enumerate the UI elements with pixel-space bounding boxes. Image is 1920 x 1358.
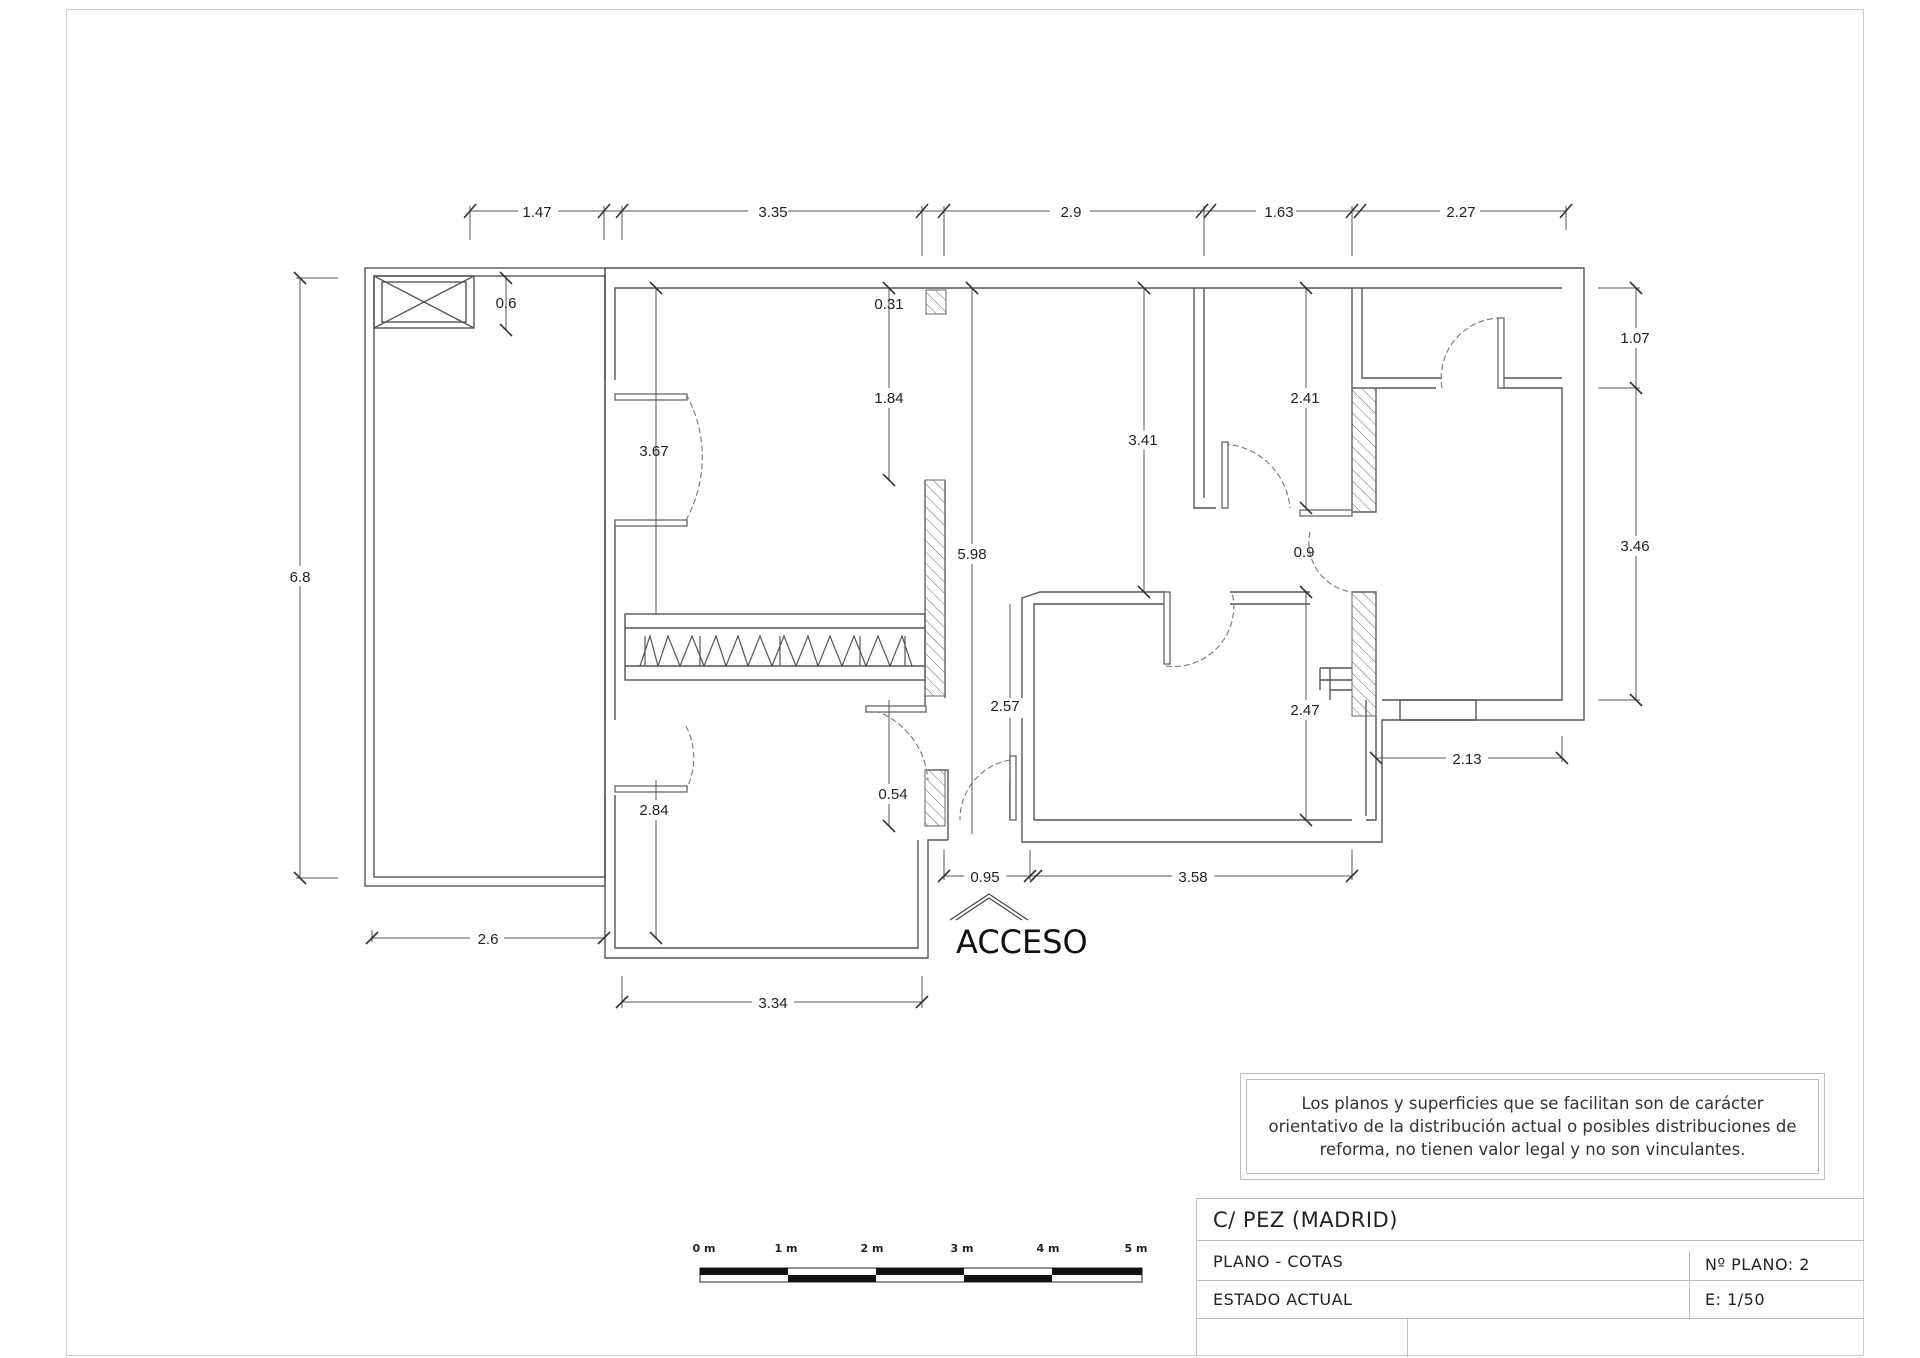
- dim-top-1-47: 1.47: [522, 204, 551, 221]
- address-text: C/ PEZ (MADRID): [1213, 1208, 1398, 1232]
- door-swing-6: [1308, 531, 1367, 594]
- wardrobe-symbol: [639, 633, 913, 669]
- dim-0-95: 0.95: [970, 869, 999, 886]
- title-row-plan: PLANO - COTAS Nº PLANO: 2: [1197, 1241, 1864, 1281]
- title-block: C/ PEZ (MADRID) PLANO - COTAS Nº PLANO: …: [1196, 1198, 1864, 1357]
- wardrobe-block: [624, 613, 926, 681]
- dim-top-1-63: 1.63: [1264, 204, 1293, 221]
- dimension-labels: 1.47 3.35 2.9 1.63 2.27 6.8 0.6 0.31 1.8…: [284, 201, 1658, 1012]
- dim-top-2-9: 2.9: [1061, 204, 1082, 221]
- access-marker: ACCESO: [949, 893, 1088, 961]
- wall-north-inner: [614, 287, 1562, 380]
- dim-2-13: 2.13: [1452, 751, 1481, 768]
- scale-bar: 0 m 1 m 2 m 3 m 4 m 5 m: [693, 1242, 1148, 1283]
- dim-left-6-8: 6.8: [290, 569, 311, 586]
- door-swing-2: [685, 725, 695, 791]
- wall-east-inner: [1382, 387, 1563, 701]
- dim-top-2-27: 2.27: [1446, 204, 1475, 221]
- dim-0-6: 0.6: [496, 295, 517, 312]
- scale-label-5: 5 m: [1125, 1242, 1148, 1255]
- door-swing-5: [1223, 443, 1291, 509]
- hatched-walls: [924, 289, 1377, 827]
- title-divider-right: [1689, 1251, 1690, 1319]
- dim-3-58: 3.58: [1178, 869, 1207, 886]
- disclaimer-text: Los planos y superficies que se facilita…: [1246, 1079, 1819, 1174]
- disclaimer-box: Los planos y superficies que se facilita…: [1240, 1073, 1825, 1180]
- plan-type-text: PLANO - COTAS: [1213, 1252, 1344, 1271]
- scale-label-2: 2 m: [861, 1242, 884, 1255]
- scale-text: E: 1/50: [1705, 1290, 1766, 1309]
- door-swing-7: [1440, 317, 1501, 389]
- wall-left-strip-inner: [373, 275, 606, 878]
- dim-2-57: 2.57: [990, 698, 1019, 715]
- dim-5-98: 5.98: [957, 546, 986, 563]
- dim-top-3-35: 3.35: [758, 204, 787, 221]
- door-leaves: [614, 317, 1505, 821]
- dimension-ticks: [293, 203, 1643, 1009]
- state-text: ESTADO ACTUAL: [1213, 1290, 1353, 1309]
- dim-2-84: 2.84: [639, 802, 668, 819]
- dim-3-67: 3.67: [639, 443, 668, 460]
- scale-label-3: 3 m: [951, 1242, 974, 1255]
- scale-label-4: 4 m: [1037, 1242, 1060, 1255]
- dim-bottom-2-6: 2.6: [478, 931, 499, 948]
- door-swings: [685, 317, 1501, 821]
- scale-label-0: 0 m: [693, 1242, 716, 1255]
- door-swing-3: [865, 707, 929, 781]
- walls: [364, 267, 1585, 959]
- dimension-lines: [296, 206, 1640, 1008]
- wall-south-bottom-room: [604, 795, 948, 959]
- wall-south-inner: [614, 795, 919, 949]
- door-swing-access: [959, 759, 1011, 821]
- wall-center-room-left: [1021, 591, 1166, 834]
- wall-center-room-inner: [1033, 603, 1166, 820]
- dim-1-84: 1.84: [874, 390, 903, 407]
- dim-2-41: 2.41: [1290, 390, 1319, 407]
- wall-main-outer: [605, 267, 1585, 843]
- dim-bottom-3-34: 3.34: [758, 995, 787, 1012]
- vent-shaft: [373, 275, 475, 329]
- access-label: ACCESO: [956, 923, 1088, 961]
- scale-label-1: 1 m: [775, 1242, 798, 1255]
- wall-mid-vertical: [1193, 288, 1216, 509]
- dim-3-46: 3.46: [1620, 538, 1649, 555]
- dim-0-9: 0.9: [1294, 544, 1315, 561]
- title-divider-bottom: [1407, 1319, 1408, 1357]
- door-swing-1: [685, 393, 703, 521]
- dim-3-41: 3.41: [1128, 432, 1157, 449]
- title-row-state: ESTADO ACTUAL E: 1/50: [1197, 1281, 1864, 1319]
- door-swing-4: [1165, 591, 1235, 668]
- sheet-frame: [66, 9, 1864, 1356]
- wall-left-room-divider: [866, 480, 926, 709]
- dim-1-07: 1.07: [1620, 330, 1649, 347]
- plan-number-text: Nº PLANO: 2: [1705, 1255, 1810, 1274]
- dim-0-31: 0.31: [874, 296, 903, 313]
- dim-0-54: 0.54: [878, 786, 907, 803]
- wall-left-strip-outer: [364, 267, 606, 887]
- dim-2-47: 2.47: [1290, 702, 1319, 719]
- wall-bath-top-2: [1361, 288, 1442, 379]
- wall-bath-top: [1351, 288, 1436, 389]
- title-row-address: C/ PEZ (MADRID): [1197, 1199, 1864, 1241]
